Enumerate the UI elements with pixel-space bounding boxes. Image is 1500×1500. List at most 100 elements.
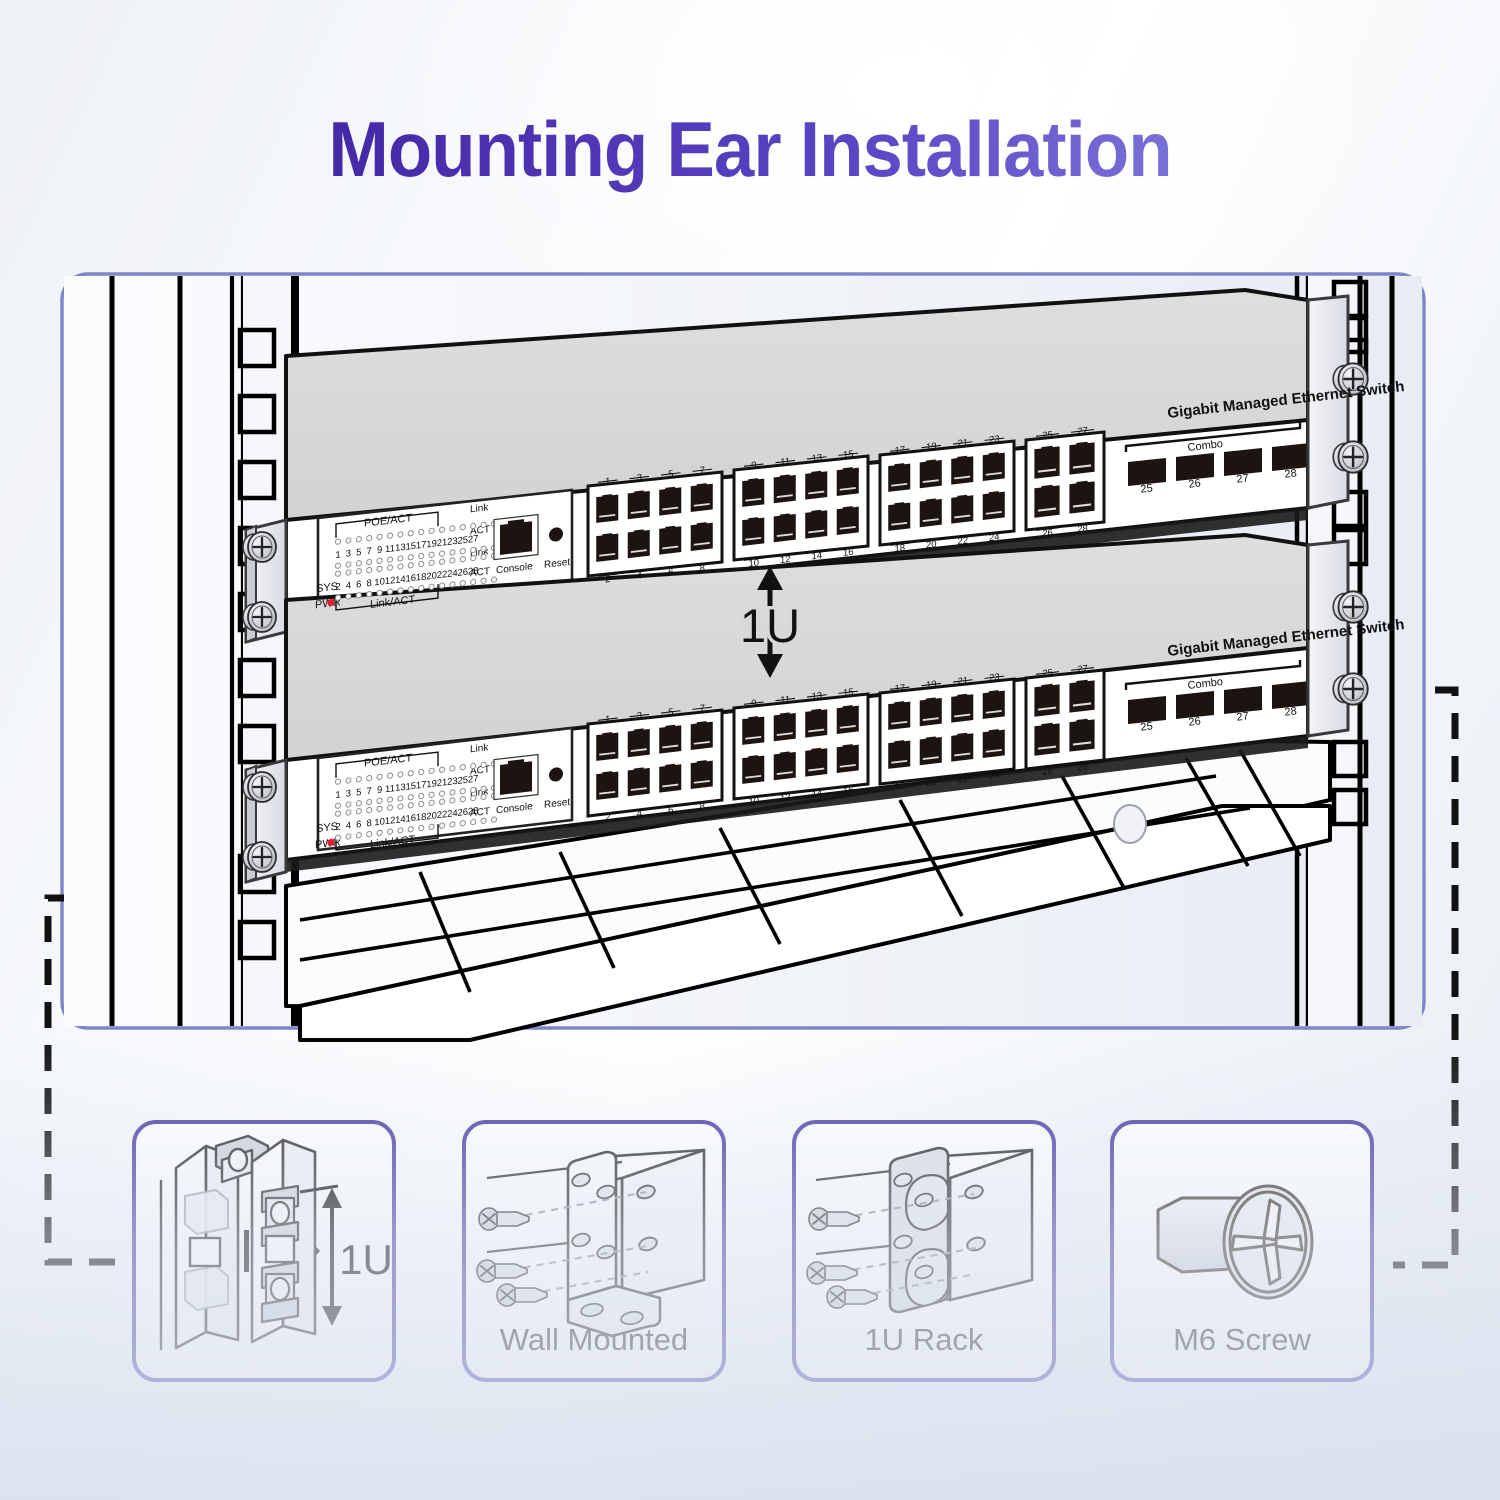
rj45-port[interactable] — [659, 486, 682, 516]
led-dot — [438, 790, 446, 797]
port-leader — [953, 679, 973, 683]
rj45-port[interactable] — [951, 455, 974, 485]
rj45-port[interactable] — [1034, 721, 1060, 756]
led-dot — [428, 527, 435, 534]
rj45-port[interactable] — [836, 466, 859, 496]
led-dot — [397, 827, 404, 834]
rj45-port[interactable] — [1069, 440, 1095, 475]
rj45-port[interactable] — [951, 494, 974, 524]
led-dot — [355, 560, 362, 567]
port-leader — [629, 713, 649, 718]
port-leader — [953, 773, 973, 777]
led-number-even: 10 — [374, 576, 385, 588]
card-label-m6-screw: M6 Screw — [1173, 1322, 1311, 1357]
rj45-port[interactable] — [1034, 483, 1060, 518]
led-dot — [438, 550, 446, 557]
card-measure-label: 1U — [339, 1236, 393, 1283]
callout-line-right — [1392, 686, 1459, 1269]
led-dot — [407, 770, 414, 777]
rj45-port[interactable] — [742, 715, 765, 745]
console-label: Console — [496, 561, 533, 576]
rj45-port[interactable] — [596, 770, 619, 800]
rj45-port[interactable] — [836, 704, 859, 734]
led-number-even: 28 — [468, 805, 479, 817]
rj45-group: 12345678 — [596, 703, 713, 823]
page-title: Mounting Ear Installation — [53, 104, 1448, 195]
rj45-port[interactable] — [951, 693, 974, 723]
sfp-port-number: 26 — [1188, 715, 1202, 728]
rj45-port[interactable] — [805, 470, 828, 500]
rj45-port[interactable] — [742, 754, 765, 784]
rj45-port[interactable] — [773, 711, 796, 742]
rj45-port[interactable] — [659, 525, 682, 555]
port-number: 26 — [1042, 765, 1053, 777]
rj45-port[interactable] — [690, 759, 713, 789]
rj45-port[interactable] — [982, 451, 1005, 481]
rj45-port[interactable] — [1069, 479, 1095, 514]
rj45-port[interactable] — [919, 497, 942, 528]
port-leader — [807, 456, 827, 460]
rj45-port[interactable] — [596, 731, 619, 761]
port-leader — [775, 553, 795, 558]
rj45-port[interactable] — [690, 720, 713, 750]
rj45-port[interactable] — [1034, 444, 1060, 479]
reset-button-bottom: Reset — [544, 767, 570, 811]
rj45-port[interactable] — [805, 509, 828, 539]
rj45-port[interactable] — [627, 766, 650, 797]
rj45-group: 910111213141516 — [742, 449, 859, 570]
port-leader — [838, 546, 858, 550]
rj45-port[interactable] — [836, 505, 859, 535]
rj45-port[interactable] — [888, 700, 911, 730]
rj45-port[interactable] — [659, 724, 682, 754]
rj45-port[interactable] — [982, 490, 1005, 520]
rj45-port[interactable] — [773, 750, 796, 781]
port-number: 16 — [843, 785, 854, 797]
rj45-port[interactable] — [1034, 682, 1060, 717]
rj45-port[interactable] — [742, 477, 765, 507]
led-number-odd: 9 — [377, 545, 382, 557]
console-port-top: Console — [493, 513, 539, 576]
rj45-port[interactable] — [596, 493, 619, 523]
rj45-port[interactable] — [1069, 678, 1095, 713]
rj45-port[interactable] — [888, 501, 911, 531]
led-number-even: 26 — [458, 567, 469, 579]
rj45-port[interactable] — [659, 763, 682, 793]
rj45-port[interactable] — [690, 521, 713, 551]
port-leader — [692, 468, 712, 472]
rj45-port[interactable] — [982, 689, 1005, 719]
rj45-port[interactable] — [919, 696, 942, 727]
rj45-port[interactable] — [627, 528, 650, 559]
rj45-port[interactable] — [888, 462, 911, 492]
led-dot — [438, 766, 446, 773]
led-dot — [407, 794, 414, 801]
rj45-port[interactable] — [1069, 717, 1095, 752]
rj45-port[interactable] — [773, 512, 796, 543]
reset-label-2: Reset — [544, 797, 570, 811]
rj45-port[interactable] — [888, 739, 911, 769]
rj45-port[interactable] — [805, 708, 828, 738]
rj45-port[interactable] — [805, 747, 828, 777]
rj45-port[interactable] — [596, 532, 619, 562]
led-dot — [345, 593, 352, 600]
rj45-port[interactable] — [919, 458, 942, 489]
led-dot — [449, 789, 456, 796]
rj45-port[interactable] — [951, 732, 974, 762]
led-dot — [438, 558, 446, 565]
rj45-port[interactable] — [919, 735, 942, 766]
led-dot — [334, 802, 342, 809]
rj45-port[interactable] — [627, 489, 650, 520]
led-number-odd: 13 — [395, 542, 406, 554]
rj45-port[interactable] — [773, 473, 796, 504]
rj45-port[interactable] — [627, 727, 650, 758]
led-dot — [334, 834, 342, 841]
rj45-port[interactable] — [742, 516, 765, 546]
rj45-port[interactable] — [690, 482, 713, 512]
main-panel-border — [60, 272, 1426, 1030]
led-dot — [386, 532, 394, 539]
port-number: 18 — [894, 543, 905, 555]
rj45-port[interactable] — [982, 728, 1005, 758]
rj45-port[interactable] — [836, 743, 859, 773]
sys-label: SYS — [316, 581, 338, 596]
